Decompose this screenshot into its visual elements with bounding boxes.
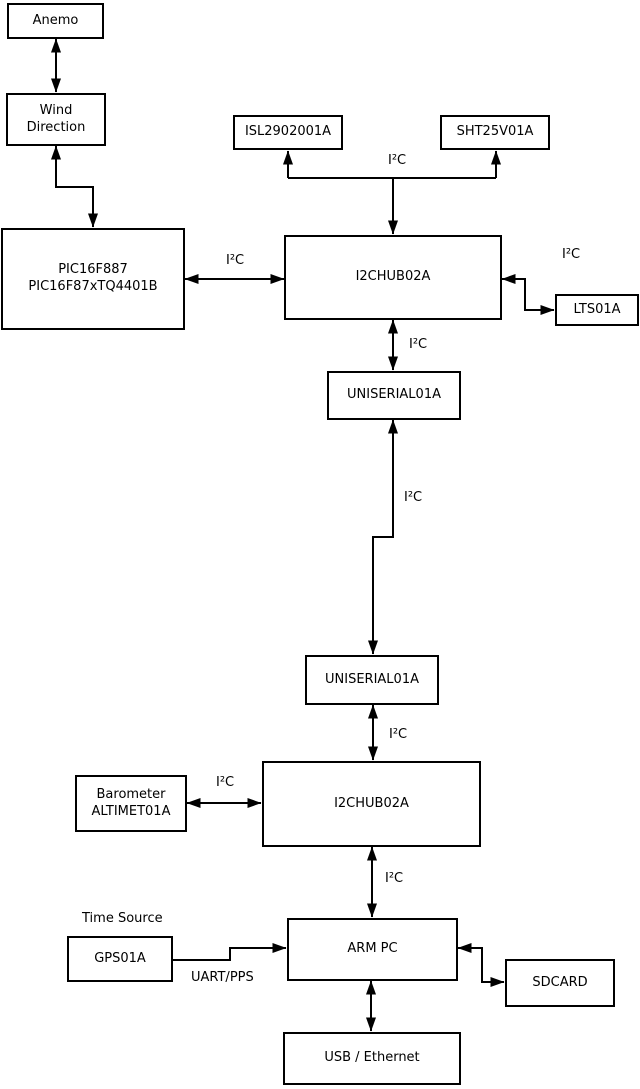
edge-winddirection-pic (51, 145, 98, 228)
node-uniserial01a-bottom-label: UNISERIAL01A (325, 671, 419, 687)
node-anemo: Anemo (7, 3, 104, 39)
edge-i2chub-top-lts (501, 274, 555, 315)
node-sdcard: SDCARD (505, 959, 615, 1007)
edge-uniserial-top-uniserial-bottom (368, 419, 398, 655)
node-wind-direction-line1: Wind (39, 102, 73, 118)
node-anemo-label: Anemo (32, 12, 79, 28)
node-i2chub02a-top-label: I2CHUB02A (355, 269, 431, 285)
node-i2chub02a-top: I2CHUB02A (284, 235, 502, 320)
edge-label-i2c-lts: I²C (562, 247, 581, 262)
node-barometer-line2: ALTIMET01A (91, 803, 171, 819)
label-time-source: Time Source (82, 911, 163, 926)
edge-label-i2c-pic: I²C (226, 253, 245, 268)
node-pic16f887-line1: PIC16F887 (58, 262, 128, 278)
node-i2chub02a-bottom-label: I2CHUB02A (334, 795, 409, 811)
node-sht25v01a-label: SHT25V01A (456, 124, 534, 140)
node-pic16f887-line2: PIC16F87xTQ4401B (28, 279, 158, 294)
edge-label-i2c-hub-uniserial: I²C (409, 337, 428, 352)
node-gps01a: GPS01A (67, 936, 173, 982)
node-lts01a: LTS01A (555, 294, 639, 326)
node-usb-ethernet: USB / Ethernet (283, 1032, 461, 1085)
edge-label-i2c-sensor-branch: I²C (388, 153, 407, 168)
node-isl2902001a-label: ISL2902001A (244, 124, 332, 140)
node-sdcard-label: SDCARD (532, 974, 588, 990)
node-pic16f887: PIC16F887 PIC16F87xTQ4401B (1, 228, 185, 330)
node-isl2902001a: ISL2902001A (233, 115, 343, 150)
node-uniserial01a-top: UNISERIAL01A (327, 371, 461, 420)
node-barometer-line1: Barometer (96, 786, 166, 802)
node-lts01a-label: LTS01A (573, 301, 621, 317)
node-usb-ethernet-label: USB / Ethernet (324, 1050, 420, 1066)
node-uniserial01a-top-label: UNISERIAL01A (347, 387, 441, 403)
edge-label-uart-pps: UART/PPS (191, 970, 254, 985)
edge-label-i2c-barometer: I²C (216, 775, 235, 790)
node-uniserial01a-bottom: UNISERIAL01A (305, 655, 439, 705)
edge-gps-armpc (173, 943, 287, 961)
node-sht25v01a: SHT25V01A (440, 115, 550, 150)
node-arm-pc: ARM PC (287, 918, 458, 981)
node-i2chub02a-bottom: I2CHUB02A (262, 761, 481, 847)
node-arm-pc-label: ARM PC (347, 941, 398, 957)
node-barometer: Barometer ALTIMET01A (75, 775, 187, 832)
edge-armpc-sdcard (457, 943, 505, 987)
node-gps01a-label: GPS01A (94, 950, 146, 966)
node-wind-direction: Wind Direction (6, 93, 106, 146)
node-wind-direction-line2: Direction (26, 119, 86, 135)
edge-label-i2c-armpc: I²C (385, 871, 404, 886)
edge-label-i2c-uniserial-hub: I²C (389, 727, 408, 742)
edge-label-i2c-uniserial-link: I²C (404, 490, 423, 505)
